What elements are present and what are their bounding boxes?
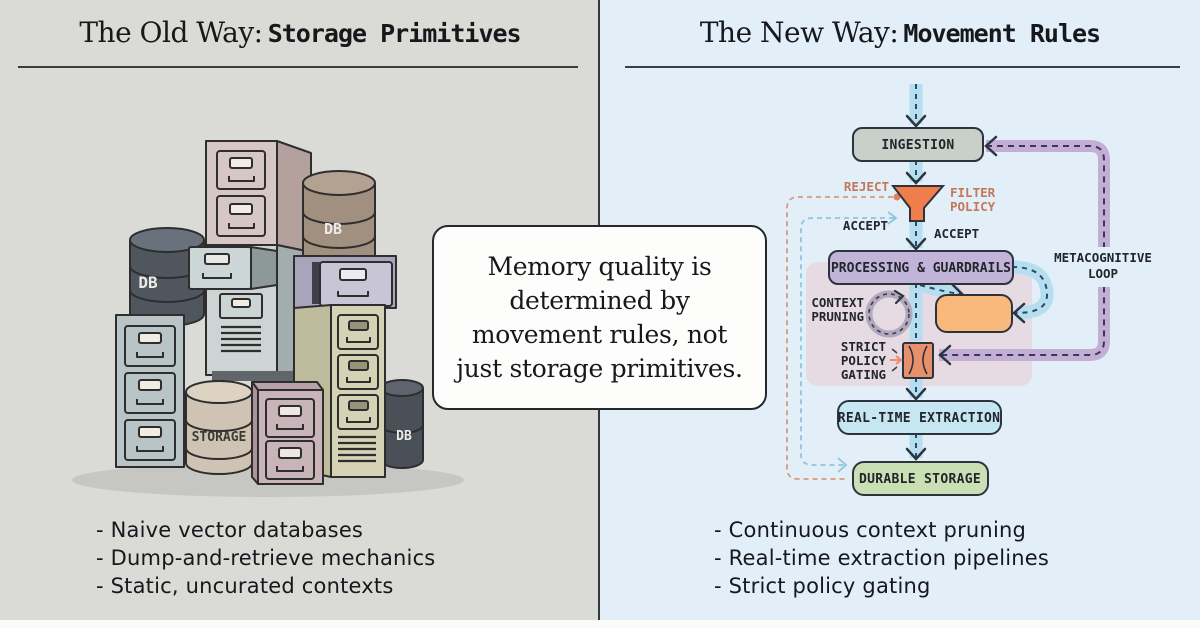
realtime-label: REAL-TIME EXTRACTION: [838, 411, 1001, 426]
accept-arrow-bottom: [837, 457, 848, 473]
gating-pointer: [890, 348, 903, 372]
movement-rules-flowchart: INGESTION PROCESSING & GUARDRAILS REAL-T…: [786, 84, 1155, 496]
ingestion-label: INGESTION: [881, 138, 954, 153]
callout-line-4: just storage primitives.: [456, 353, 743, 383]
filing-cabinet-pink-front: [251, 381, 324, 485]
old-way-title-main: Storage Primitives: [267, 19, 522, 48]
reject-label: REJECT: [844, 179, 889, 194]
metacognitive-label-1: METACOGNITIVE: [1054, 250, 1152, 265]
old-way-bullet-3: - Static, uncurated contexts: [96, 574, 394, 598]
metacognitive-label-2: LOOP: [1088, 266, 1118, 281]
old-way-title-prefix: The Old Way:: [79, 16, 263, 49]
durable-label: DURABLE STORAGE: [859, 472, 981, 487]
old-way-bullet-2: - Dump-and-retrieve mechanics: [96, 546, 436, 570]
accept-right-label: ACCEPT: [934, 226, 979, 241]
durable-node: [852, 461, 989, 496]
db-label-1: DB: [138, 273, 158, 292]
reject-dot: [893, 193, 901, 201]
new-way-title-main: Movement Rules: [903, 19, 1101, 48]
old-way-title: The Old Way: Storage Primitives: [0, 16, 600, 49]
context-pruning-loop-icon: [865, 289, 913, 338]
realtime-node: [837, 400, 1002, 435]
new-way-bullet-2: - Real-time extraction pipelines: [714, 546, 1050, 570]
filter-funnel-icon: [890, 185, 946, 222]
main-flow: [905, 84, 1054, 461]
new-way-bullet-3: - Strict policy gating: [714, 574, 931, 598]
callout-line-1: Memory quality is: [487, 251, 712, 281]
buffer-node: [935, 294, 1013, 333]
storage-pile-illustration: DB: [72, 140, 464, 497]
reject-path: [786, 196, 893, 480]
callout-box: Memory quality is determined by movement…: [432, 225, 767, 410]
bottom-edge: [0, 620, 1200, 628]
accept-left-label: ACCEPT: [843, 218, 888, 233]
storage-cylinder: STORAGE: [185, 380, 253, 475]
new-way-bullet-1: - Continuous context pruning: [714, 518, 1027, 542]
storage-label: STORAGE: [192, 430, 247, 445]
processing-node: [828, 250, 1014, 285]
filing-cabinet-purple: [293, 255, 397, 309]
processing-label: PROCESSING & GUARDRAILS: [831, 261, 1011, 276]
open-drawer: [188, 246, 278, 290]
context-pruning-label-2: PRUNING: [811, 309, 864, 324]
policy-gate-icon: [902, 342, 934, 379]
old-way-bullet-1: - Naive vector databases: [96, 518, 364, 542]
strict-policy-label-2: POLICY: [841, 353, 887, 368]
new-way-title: The New Way: Movement Rules: [600, 16, 1200, 49]
callout-line-3: movement rules, not: [471, 319, 728, 349]
filing-cabinet-cream: [293, 304, 386, 478]
strict-policy-label-1: STRICT: [841, 339, 886, 354]
filter-policy-label-1: FILTER: [950, 185, 996, 200]
old-way-bullet-list: - Naive vector databases - Dump-and-retr…: [96, 516, 435, 600]
filing-cabinet-left: [115, 314, 185, 468]
strict-policy-label-3: GATING: [841, 367, 886, 382]
ingestion-node: [852, 127, 984, 162]
new-way-title-prefix: The New Way:: [699, 16, 899, 49]
db-label-3: DB: [396, 429, 412, 444]
accept-arrow-top: [887, 211, 898, 225]
old-way-title-underline: [18, 66, 578, 68]
new-way-title-underline: [625, 66, 1180, 68]
db-label-2: DB: [324, 220, 342, 238]
context-pruning-label-1: CONTEXT: [811, 295, 864, 310]
callout-line-2: determined by: [509, 285, 690, 315]
db-cylinder-dark-right: DB: [380, 379, 424, 469]
filter-policy-label-2: POLICY: [950, 199, 996, 214]
metacognitive-label-bg: [1051, 247, 1155, 287]
new-way-bullet-list: - Continuous context pruning - Real-time…: [714, 516, 1049, 600]
db-cylinder-brown: DB: [302, 170, 376, 270]
